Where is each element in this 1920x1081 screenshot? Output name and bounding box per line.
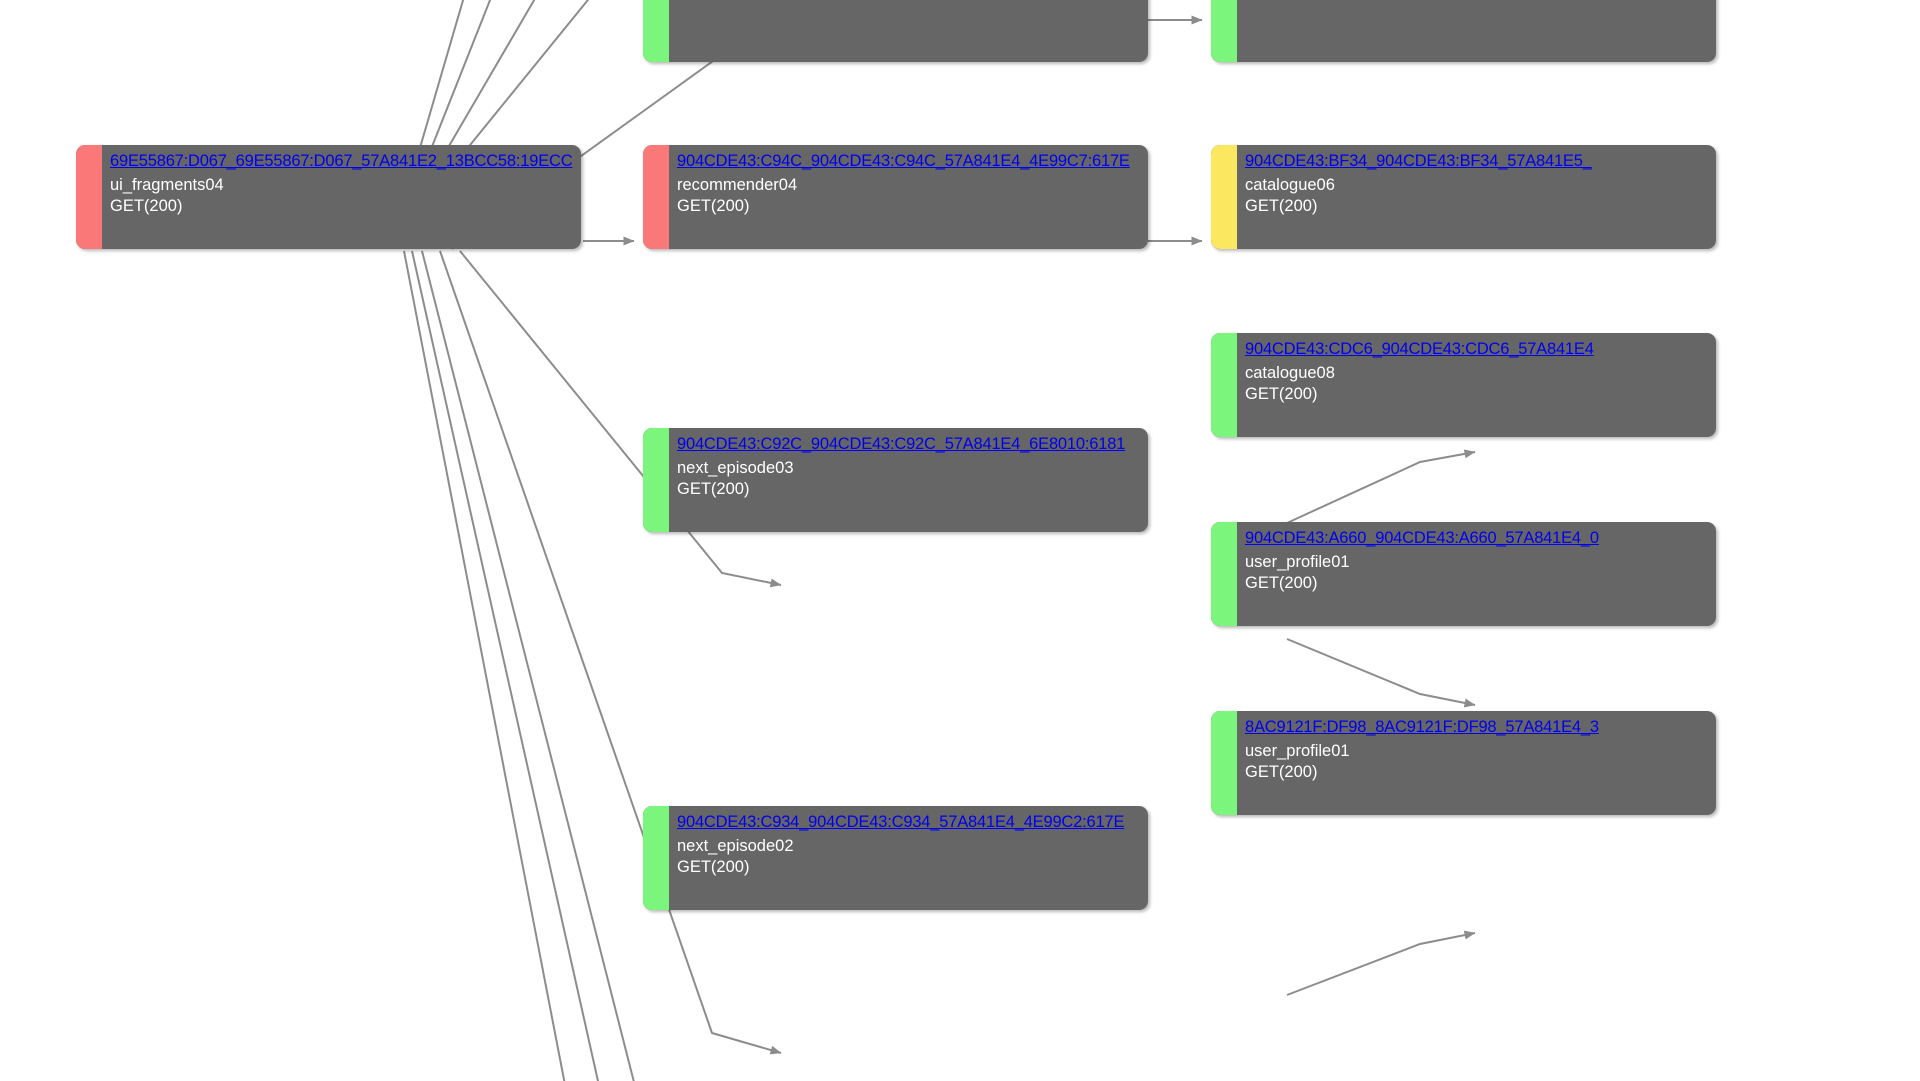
node-service-name: ui_fragments04 bbox=[110, 176, 224, 194]
edge-ui-fragments04-to-next-episode02 bbox=[439, 250, 782, 1055]
node-body: 904CDE43:C94C_904CDE43:C94C_57A841E4_4E9… bbox=[669, 145, 1148, 249]
edge-next-episode03-to-user-profile01-a bbox=[1286, 638, 1476, 708]
node-body: 904CDE43:BF34_904CDE43:BF34_57A841E5_ ca… bbox=[1237, 145, 1716, 249]
node-body: GET(200) bbox=[669, 0, 1148, 62]
node-operation: GET(200) bbox=[677, 480, 750, 498]
node-status-bar-green bbox=[1211, 0, 1237, 62]
node-status-bar-red bbox=[643, 145, 669, 249]
node-body: 904CDE43:A660_904CDE43:A660_57A841E4_0 u… bbox=[1237, 522, 1716, 626]
graph-node-user-profile01-a[interactable]: 904CDE43:A660_904CDE43:A660_57A841E4_0 u… bbox=[1211, 522, 1716, 626]
node-operation: GET(200) bbox=[1245, 385, 1318, 403]
graph-node-top-1[interactable]: GET(200) bbox=[643, 0, 1148, 62]
edge-group-offscreen-down bbox=[403, 250, 635, 1081]
graph-node-next-episode03[interactable]: 904CDE43:C92C_904CDE43:C92C_57A841E4_6E8… bbox=[643, 428, 1148, 532]
graph-node-next-episode02[interactable]: 904CDE43:C934_904CDE43:C934_57A841E4_4E9… bbox=[643, 806, 1148, 910]
node-operation: GET(200) bbox=[677, 858, 750, 876]
node-service-name: user_profile01 bbox=[1245, 742, 1350, 760]
graph-node-recommender04[interactable]: 904CDE43:C94C_904CDE43:C94C_57A841E4_4E9… bbox=[643, 145, 1148, 249]
node-status-bar-green bbox=[1211, 522, 1237, 626]
node-trace-id-link[interactable]: 904CDE43:C92C_904CDE43:C92C_57A841E4_6E8… bbox=[677, 435, 1126, 453]
node-service-name: user_profile01 bbox=[1245, 553, 1350, 571]
node-trace-id-link[interactable]: 904CDE43:CDC6_904CDE43:CDC6_57A841E4 bbox=[1245, 340, 1594, 358]
node-status-bar-green bbox=[643, 428, 669, 532]
node-service-name: next_episode03 bbox=[677, 459, 794, 477]
node-service-name: catalogue06 bbox=[1245, 176, 1335, 194]
node-body: 904CDE43:C934_904CDE43:C934_57A841E4_4E9… bbox=[669, 806, 1148, 910]
edge-next-episode03-to-catalogue08 bbox=[1286, 449, 1476, 524]
node-body: GET(200) bbox=[1237, 0, 1716, 62]
graph-node-ui-fragments04[interactable]: 69E55867:D067_69E55867:D067_57A841E2_13B… bbox=[76, 145, 581, 249]
node-service-name: recommender04 bbox=[677, 176, 798, 194]
node-service-name: next_episode02 bbox=[677, 837, 794, 855]
node-trace-id-link[interactable]: 69E55867:D067_69E55867:D067_57A841E2_13B… bbox=[110, 152, 573, 170]
node-trace-id-link[interactable]: 904CDE43:A660_904CDE43:A660_57A841E4_0 bbox=[1245, 529, 1599, 547]
node-operation: GET(200) bbox=[1245, 574, 1318, 592]
node-status-bar-green bbox=[643, 806, 669, 910]
node-status-bar-green bbox=[643, 0, 669, 62]
graph-node-catalogue06[interactable]: 904CDE43:BF34_904CDE43:BF34_57A841E5_ ca… bbox=[1211, 145, 1716, 249]
node-operation: GET(200) bbox=[110, 197, 183, 215]
node-body: 904CDE43:CDC6_904CDE43:CDC6_57A841E4 cat… bbox=[1237, 333, 1716, 437]
node-status-bar-green bbox=[1211, 333, 1237, 437]
graph-node-catalogue08[interactable]: 904CDE43:CDC6_904CDE43:CDC6_57A841E4 cat… bbox=[1211, 333, 1716, 437]
node-operation: GET(200) bbox=[1245, 197, 1318, 215]
node-operation: GET(200) bbox=[677, 197, 750, 215]
node-body: 8AC9121F:DF98_8AC9121F:DF98_57A841E4_3 u… bbox=[1237, 711, 1716, 815]
node-service-name: catalogue08 bbox=[1245, 364, 1335, 382]
node-trace-id-link[interactable]: 904CDE43:C934_904CDE43:C934_57A841E4_4E9… bbox=[677, 813, 1125, 831]
graph-node-top-2[interactable]: GET(200) bbox=[1211, 0, 1716, 62]
node-operation: GET(200) bbox=[1245, 763, 1318, 781]
node-trace-id-link[interactable]: 904CDE43:C94C_904CDE43:C94C_57A841E4_4E9… bbox=[677, 152, 1130, 170]
node-body: 904CDE43:C92C_904CDE43:C92C_57A841E4_6E8… bbox=[669, 428, 1148, 532]
node-status-bar-red bbox=[76, 145, 102, 249]
node-trace-id-link[interactable]: 904CDE43:BF34_904CDE43:BF34_57A841E5_ bbox=[1245, 152, 1592, 170]
edge-next-episode02-to-user-profile01-b bbox=[1286, 930, 1476, 996]
edge-ui-fragments04-to-next-episode03 bbox=[459, 250, 782, 588]
node-status-bar-green bbox=[1211, 711, 1237, 815]
node-body: 69E55867:D067_69E55867:D067_57A841E2_13B… bbox=[102, 145, 581, 249]
node-trace-id-link[interactable]: 8AC9121F:DF98_8AC9121F:DF98_57A841E4_3 bbox=[1245, 718, 1599, 736]
node-status-bar-yellow bbox=[1211, 145, 1237, 249]
graph-node-user-profile01-b[interactable]: 8AC9121F:DF98_8AC9121F:DF98_57A841E4_3 u… bbox=[1211, 711, 1716, 815]
